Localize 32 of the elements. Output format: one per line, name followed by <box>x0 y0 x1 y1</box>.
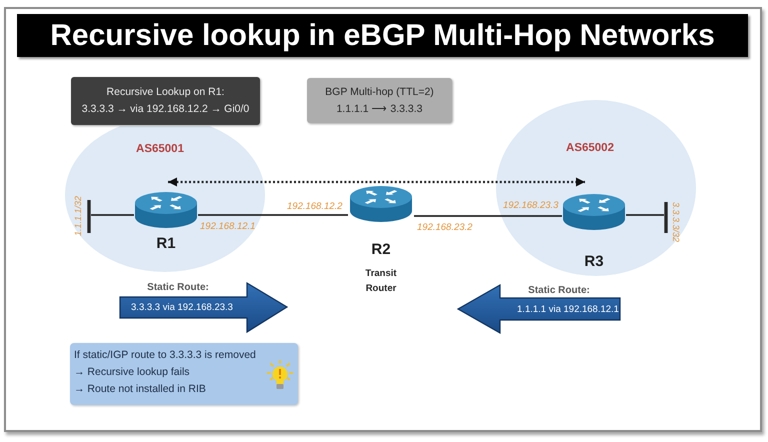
connection-line <box>414 215 562 217</box>
info-box <box>307 78 452 123</box>
route-text: 3.3.3.3 via 192.168.23.3 <box>131 301 233 314</box>
router-role: Transit Router <box>364 267 398 296</box>
as-label: AS65001 <box>136 142 184 156</box>
connection-line <box>91 214 134 216</box>
box-heading: Recursive Lookup on R1: <box>106 85 224 100</box>
prefix-label: 3.3.3.3/32 <box>670 202 682 242</box>
connection-line <box>198 214 348 216</box>
connection-line <box>626 214 664 216</box>
route-text: 1.1.1.1 via 192.168.12.1 <box>517 303 619 316</box>
as-label: AS65002 <box>566 141 614 155</box>
note-line: If static/IGP route to 3.3.3.3 is removed <box>74 348 256 363</box>
router-label: R3 <box>584 253 604 271</box>
prefix-label: 1.1.1.1/32 <box>72 196 84 236</box>
box-text: 3.3.3.3 → via 192.168.12.2 → Gi0/0 <box>82 102 250 117</box>
title-text: Recursive lookup in eBGP Multi-Hop Networks <box>50 18 715 54</box>
ip-label: 192.168.23.3 <box>503 200 558 212</box>
router-label: R2 <box>371 241 391 259</box>
dotted-double-arrow <box>168 178 585 186</box>
box-heading: BGP Multi-hop (TTL=2) <box>325 84 434 100</box>
ip-label: 192.168.12.1 <box>200 221 256 233</box>
arrow-heading: Static Route: <box>528 285 590 297</box>
arrow-heading: Static Route: <box>147 282 209 294</box>
router-label: R1 <box>156 235 176 253</box>
note-box <box>70 343 298 405</box>
ip-label: 192.168.12.2 <box>287 201 342 213</box>
info-box <box>71 77 260 125</box>
ip-label: 192.168.23.2 <box>417 222 472 234</box>
note-line: → Route not installed in RIB <box>74 382 206 397</box>
note-line: → Recursive lookup fails <box>74 365 190 380</box>
box-text: 1.1.1.1 ⟶ 3.3.3.3 <box>336 102 423 116</box>
